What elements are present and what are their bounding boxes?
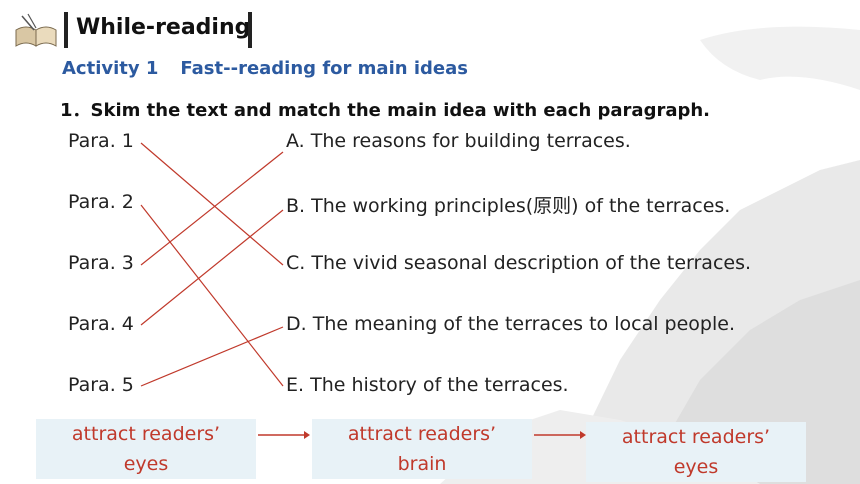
page-title: While-reading [76,15,251,40]
flow-box-2: attract readers’ brain [312,419,532,479]
title-bracket-right [248,12,252,48]
open-book-icon [15,13,57,47]
flow-box-3-line1: attract readers’ [621,426,771,448]
flow-box-1-line2: eyes [123,453,169,475]
activity-label: Activity 1 [62,58,159,79]
flow-arrow-2 [534,431,586,439]
flow-arrow-1 [258,431,310,439]
idea-a: A. The reasons for building terraces. [286,130,631,152]
para-label-3: Para. 3 [68,252,134,274]
para-label-1: Para. 1 [68,130,134,152]
idea-d: D. The meaning of the terraces to local … [286,313,735,335]
para-label-4: Para. 4 [68,313,134,335]
flow-box-1-line1: attract readers’ [71,423,221,445]
idea-b: B. The working principles(原则) of the ter… [286,195,731,217]
flow-box-2-line1: attract readers’ [347,423,497,445]
flow-box-3-line2: eyes [673,456,719,478]
activity-title: Fast--reading for main ideas [180,58,468,79]
flow-box-3: attract readers’ eyes [586,422,806,482]
flow-box-2-line2: brain [397,453,447,475]
activity-heading: Activity 1 Fast--reading for main ideas [62,58,468,79]
title-bracket-left [64,12,68,48]
para-label-5: Para. 5 [68,374,134,396]
para-label-2: Para. 2 [68,191,134,213]
idea-c: C. The vivid seasonal description of the… [286,252,752,274]
flow-box-1: attract readers’ eyes [36,419,256,479]
instruction-text: 1．Skim the text and match the main idea … [60,100,711,121]
idea-e: E. The history of the terraces. [286,374,569,396]
